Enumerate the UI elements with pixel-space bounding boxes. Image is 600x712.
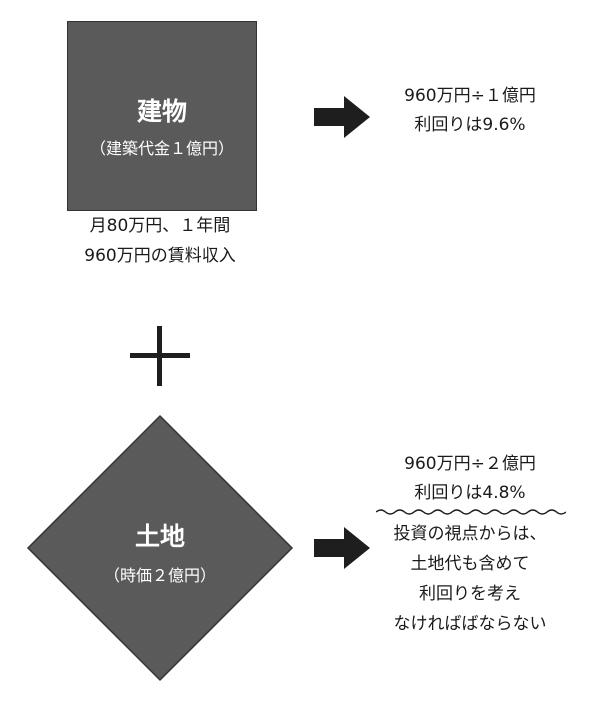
land-diamond — [26, 414, 294, 682]
building-subtitle: （建築代金１億円） — [89, 139, 234, 158]
right-arrow-icon — [314, 527, 370, 569]
plus-icon — [130, 326, 190, 386]
building-caption-line1: 月80万円、１年間 — [89, 216, 231, 236]
investment-note: 投資の視点からは、 土地代も含めて 利回りを考え なければばならない — [370, 519, 570, 639]
note-line1: 投資の視点からは、 — [393, 524, 547, 544]
building-result: 960万円÷１億円 利回りは9.6% — [375, 82, 565, 140]
building-caption-line2: 960万円の賃料収入 — [84, 246, 236, 266]
land-title: 土地 — [134, 522, 185, 551]
land-result-line1: 960万円÷２億円 — [404, 454, 536, 474]
note-line2: 土地代も含めて — [410, 554, 530, 574]
right-arrow-icon — [314, 96, 370, 138]
land-result: 960万円÷２億円 利回りは4.8% — [375, 450, 565, 508]
building-result-line1: 960万円÷１億円 — [404, 86, 536, 106]
land-subtitle: （時価２億円） — [103, 566, 216, 585]
wavy-divider — [376, 509, 566, 515]
building-box: 建物 （建築代金１億円） — [67, 21, 257, 211]
building-title: 建物 — [136, 97, 187, 126]
building-caption: 月80万円、１年間 960万円の賃料収入 — [40, 211, 280, 271]
land-result-line2: 利回りは4.8% — [414, 483, 526, 503]
note-line3: 利回りを考え — [419, 584, 521, 604]
building-result-line2: 利回りは9.6% — [414, 115, 526, 135]
note-line4: なければばならない — [393, 614, 547, 634]
